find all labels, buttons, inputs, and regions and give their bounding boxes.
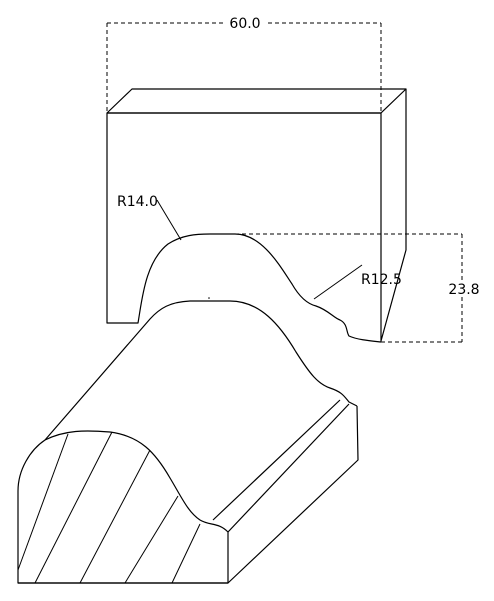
width-dimension [106,22,382,112]
radius-small-leader [313,264,363,300]
profile-solid [17,300,359,584]
stock-block [106,88,407,343]
stray-point [208,297,210,299]
radius-large-leader [156,199,182,241]
radius-large-label: R14.0 [117,194,158,210]
width-dimension-label: 60.0 [229,16,260,32]
profile-groove-edge [227,405,359,584]
profile-ledge-lower [227,403,350,533]
height-dimension [356,233,463,343]
hatch-line [17,433,69,571]
stock-right-face [380,89,407,342]
stock-front-face [106,112,382,343]
hatch-line [79,449,151,584]
hatch-line [171,523,201,584]
height-dimension-label: 23.8 [448,282,479,298]
profile-ledge-upper [212,399,341,521]
hatch-line [34,431,113,584]
profile-top-edge [44,300,358,441]
profile-end-face [17,430,229,584]
radius-leaders [156,199,363,300]
radius-small-label: R12.5 [361,272,402,288]
hatch-line [124,495,179,584]
width-label-backdrop [224,13,266,30]
height-label-backdrop [446,280,482,297]
stock-top-face [106,88,407,114]
section-hatching [17,431,201,584]
